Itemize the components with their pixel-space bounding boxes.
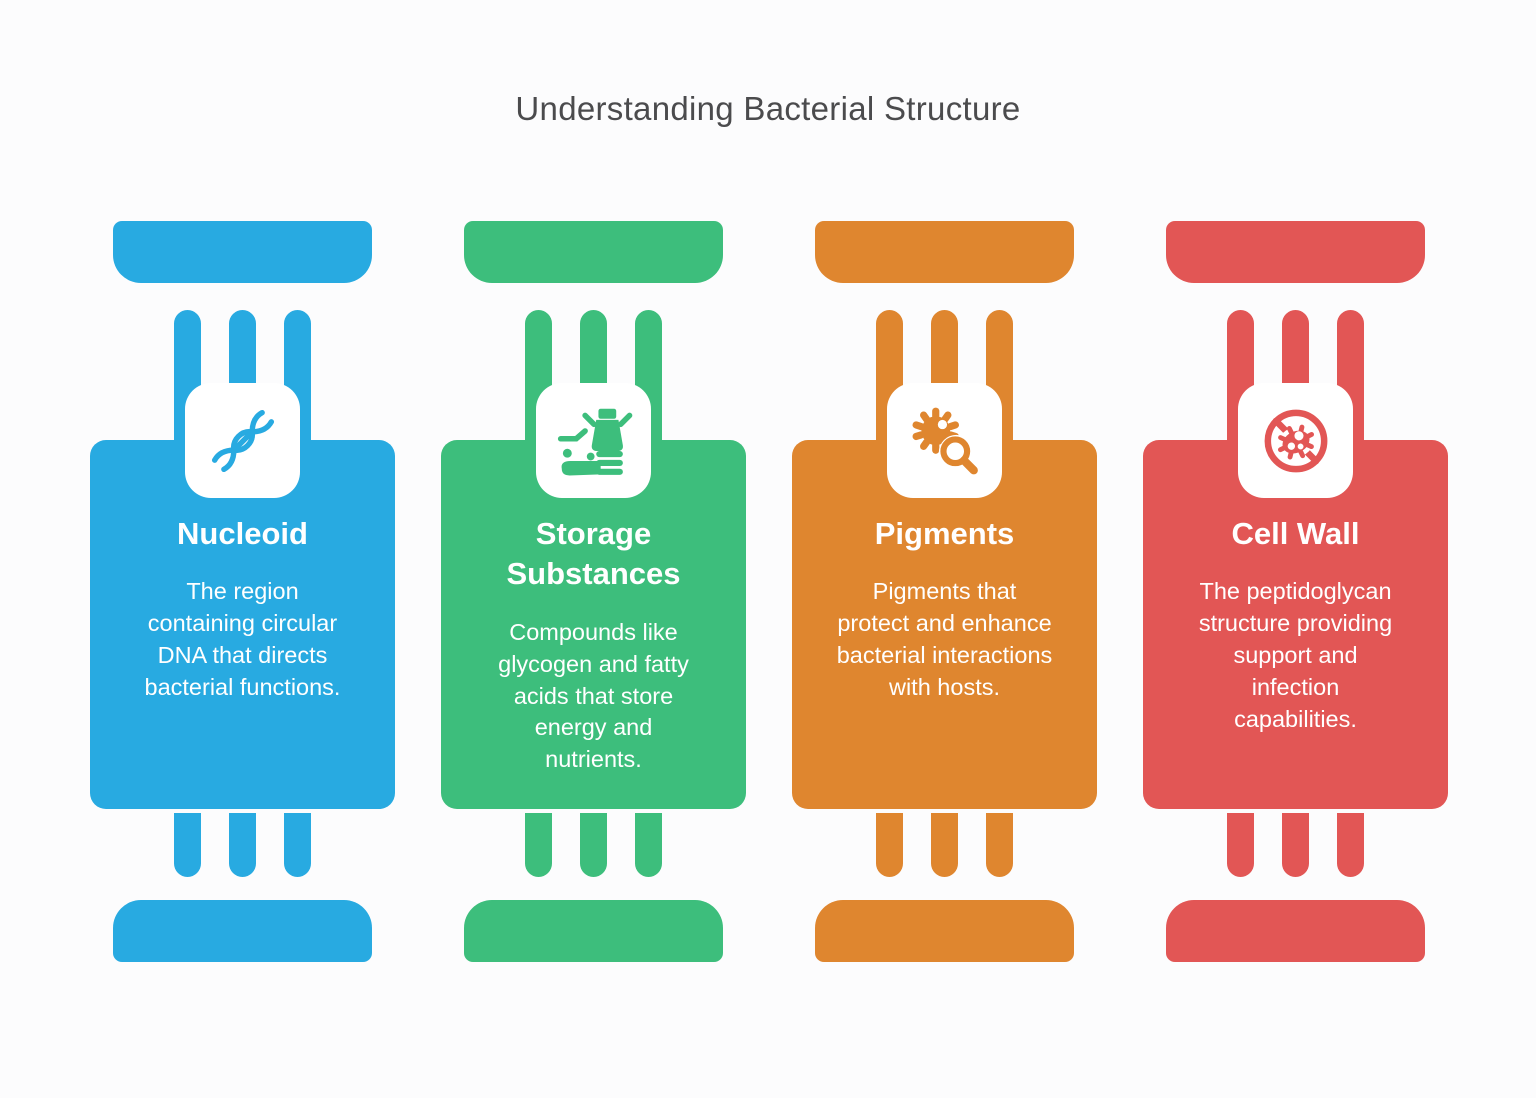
icon-tile-cell-wall <box>1238 383 1353 498</box>
icon-tile-pigments <box>887 383 1002 498</box>
icon-tile-nucleoid <box>185 383 300 498</box>
pillar-bar <box>174 813 201 877</box>
card-description: Compounds like glycogen and fatty acids … <box>498 618 689 773</box>
pillar-bar <box>986 813 1013 877</box>
pillar-cap-top <box>815 221 1074 283</box>
column-pigments: Pigments Pigments that protect and enhan… <box>792 221 1097 962</box>
pillar-card-nucleoid: Nucleoid The region containing circular … <box>90 440 395 809</box>
pillar-cap-bottom <box>464 900 723 962</box>
pillar-bar <box>931 813 958 877</box>
pillar-columns: Nucleoid The region containing circular … <box>90 221 1448 962</box>
pillar-bar <box>1282 813 1309 877</box>
card-title: Pigments <box>874 516 1015 551</box>
no-bacteria-icon <box>1264 409 1327 472</box>
pillar-cap-top <box>1166 221 1425 283</box>
pillar-bar <box>229 813 256 877</box>
column-cell-wall: Cell Wall The peptidoglycan structure pr… <box>1143 221 1448 962</box>
pillar-bar <box>525 813 552 877</box>
pillar-card-pigments: Pigments Pigments that protect and enhan… <box>792 440 1097 809</box>
pillar-cap-top <box>113 221 372 283</box>
page-title: Understanding Bacterial Structure <box>515 90 1021 127</box>
pillar-cap-bottom <box>113 900 372 962</box>
card-title: Nucleoid <box>177 516 308 551</box>
pillar-bar <box>1227 813 1254 877</box>
microbe-magnifier-icon <box>912 407 978 474</box>
card-description: The peptidoglycan structure providing su… <box>1198 578 1393 733</box>
milk-can-hand-icon <box>557 408 632 475</box>
icon-tile-storage <box>536 383 651 498</box>
card-description: Pigments that protect and enhance bacter… <box>836 578 1053 701</box>
pillar-cap-bottom <box>815 900 1074 962</box>
pillar-bar <box>1337 813 1364 877</box>
pillar-bar <box>876 813 903 877</box>
card-description: The region containing circular DNA that … <box>144 578 341 701</box>
dna-icon <box>211 409 274 472</box>
pillar-bars-top <box>90 310 395 441</box>
pillar-bars-bottom <box>441 813 746 877</box>
pillar-bar <box>284 813 311 877</box>
pillar-cap-top <box>464 221 723 283</box>
pillar-bars-bottom <box>90 813 395 877</box>
column-storage-substances: Storage Substances Compounds like glycog… <box>441 221 746 962</box>
pillar-card-cell-wall: Cell Wall The peptidoglycan structure pr… <box>1143 440 1448 809</box>
pillar-cap-bottom <box>1166 900 1425 962</box>
pillar-bar <box>635 813 662 877</box>
card-title: Storage Substances <box>506 516 681 592</box>
pillar-card-storage: Storage Substances Compounds like glycog… <box>441 440 746 809</box>
pillar-bars-bottom <box>792 813 1097 877</box>
pillar-bars-bottom <box>1143 813 1448 877</box>
card-title: Cell Wall <box>1231 516 1360 551</box>
column-nucleoid: Nucleoid The region containing circular … <box>90 221 395 962</box>
pillar-bar <box>580 813 607 877</box>
